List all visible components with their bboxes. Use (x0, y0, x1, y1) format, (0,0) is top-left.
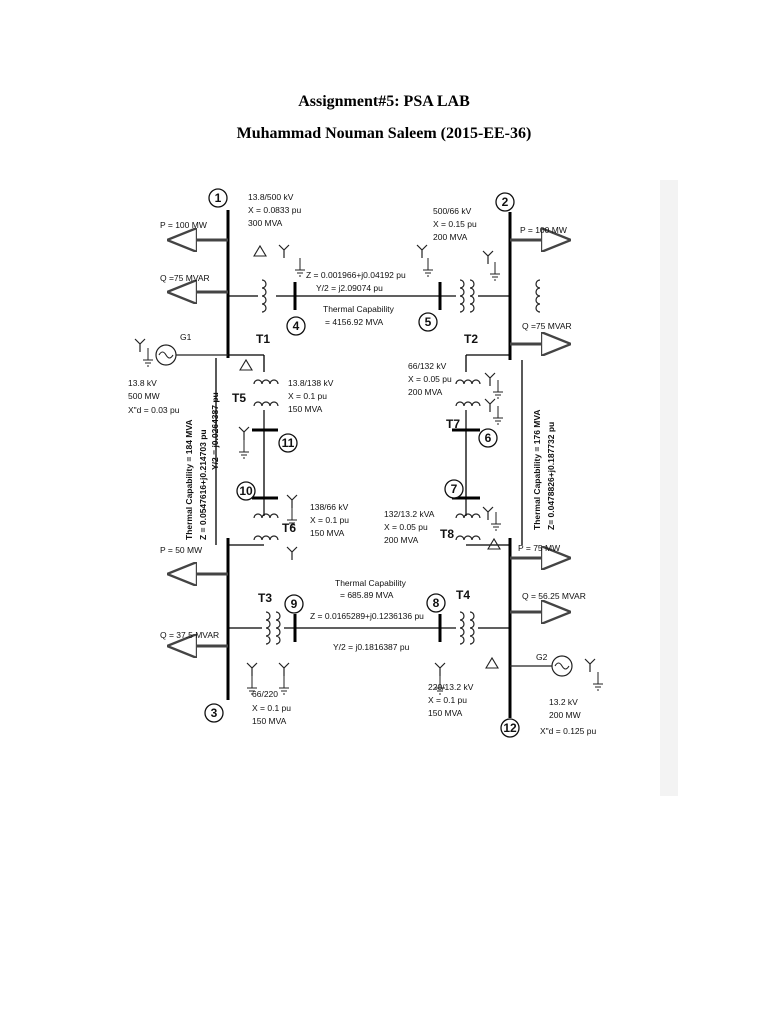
label-g2: G2 (536, 652, 548, 662)
line89-thermal-title: Thermal Capability (335, 578, 407, 588)
left-line-impedance: Z = 0.0547616+j0.214703 pu (198, 429, 208, 540)
bus-label-9: 9 (291, 597, 298, 611)
transformer-t1 (228, 244, 541, 313)
left-line-thermal: Thermal Capability = 184 MVA (184, 419, 194, 540)
bus-label-2: 2 (502, 195, 509, 209)
page-edge-band (660, 180, 678, 796)
load3-q: Q = 37.5 MVAR (160, 630, 219, 640)
t1-rating: 300 MVA (248, 218, 283, 228)
g1-voltage: 13.8 kV (128, 378, 157, 388)
label-t4: T4 (456, 588, 470, 602)
bus-label-12: 12 (503, 721, 517, 735)
g1-power: 500 MW (128, 391, 160, 401)
t7-rating: 200 MVA (408, 387, 443, 397)
t3-voltage: 66/220 (252, 689, 278, 699)
device-names: T1 T2 T3 T4 T5 T6 T7 T8 G1 G2 (180, 332, 548, 662)
bus-label-3: 3 (211, 706, 218, 720)
generator-g1 (134, 338, 228, 367)
load1-q: Q =75 MVAR (160, 273, 210, 283)
generator-g2 (510, 655, 604, 691)
load12-q: Q = 56.25 MVAR (522, 591, 586, 601)
label-t8: T8 (440, 527, 454, 541)
bus-label-6: 6 (485, 431, 492, 445)
load1-p: P = 100 MW (160, 220, 207, 230)
delta-symbols (239, 244, 501, 669)
label-t6: T6 (282, 521, 296, 535)
line45-thermal-title: Thermal Capability (323, 304, 395, 314)
bus-label-4: 4 (293, 319, 300, 333)
line45-thermal-value: = 4156.92 MVA (325, 317, 384, 327)
t2-voltage: 500/66 kV (433, 206, 472, 216)
line45-impedance: Z = 0.001966+j0.04192 pu (306, 270, 406, 280)
transformer-t2 (416, 244, 510, 313)
line45-admittance: Y/2 = j2.09074 pu (316, 283, 383, 293)
label-t3: T3 (258, 591, 272, 605)
load2-p: P = 100 MW (520, 225, 567, 235)
t1-reactance: X = 0.0833 pu (248, 205, 301, 215)
load-arrows (170, 240, 568, 646)
t4-voltage: 220/13.2 kV (428, 682, 474, 692)
t8-reactance: X = 0.05 pu (384, 522, 428, 532)
label-g1: G1 (180, 332, 192, 342)
line89-impedance: Z = 0.0165289+j0.1236136 pu (310, 611, 424, 621)
bus-label-1: 1 (215, 191, 222, 205)
transformer-t8 (455, 498, 502, 541)
t4-rating: 150 MVA (428, 708, 463, 718)
g2-power: 200 MW (549, 710, 581, 720)
transformer-t4 (434, 611, 510, 695)
t5-voltage: 13.8/138 kV (288, 378, 334, 388)
bus-label-5: 5 (425, 315, 432, 329)
assignment-title: Assignment#5: PSA LAB (298, 93, 470, 110)
g1-reactance: X"d = 0.03 pu (128, 405, 180, 415)
t6-rating: 150 MVA (310, 528, 345, 538)
label-t1: T1 (256, 332, 270, 346)
bus-label-11: 11 (282, 436, 295, 450)
t4-reactance: X = 0.1 pu (428, 695, 467, 705)
t3-rating: 150 MVA (252, 716, 287, 726)
t8-voltage: 132/13.2 kVA (384, 509, 435, 519)
label-t7: T7 (446, 417, 460, 431)
load12-p: P = 75 MW (518, 543, 560, 553)
t8-rating: 200 MVA (384, 535, 419, 545)
t1-voltage: 13.8/500 kV (248, 192, 294, 202)
right-line-thermal: Thermal Capability = 176 MVA (532, 409, 542, 530)
t5-reactance: X = 0.1 pu (288, 391, 327, 401)
bus-label-10: 10 (239, 484, 253, 498)
line89-thermal-value: = 685.89 MVA (340, 590, 394, 600)
t2-rating: 200 MVA (433, 232, 468, 242)
g2-reactance: X"d = 0.125 pu (540, 726, 596, 736)
load3-p: P = 50 MW (160, 545, 202, 555)
transformer-t6 (253, 494, 298, 561)
bus-label-8: 8 (433, 596, 440, 610)
t5-rating: 150 MVA (288, 404, 323, 414)
bus-markers (204, 188, 520, 738)
g2-voltage: 13.2 kV (549, 697, 578, 707)
t3-reactance: X = 0.1 pu (252, 703, 291, 713)
t6-voltage: 138/66 kV (310, 502, 349, 512)
transformer-t3 (228, 611, 295, 695)
label-t2: T2 (464, 332, 478, 346)
load2-q: Q =75 MVAR (522, 321, 572, 331)
bus-label-7: 7 (451, 482, 458, 496)
t7-voltage: 66/132 kV (408, 361, 447, 371)
line89-admittance: Y/2 = j0.1816387 pu (333, 642, 410, 652)
transformer-t5 (238, 379, 279, 459)
label-t5: T5 (232, 391, 246, 405)
left-line-admittance: Y/2 = j0.0264387 pu (210, 392, 220, 470)
right-line-impedance: Z= 0.0478826+j0.187732 pu (546, 422, 556, 530)
bus-numbers: 1 2 3 4 5 6 7 8 9 10 11 12 (211, 191, 517, 735)
t7-reactance: X = 0.05 pu (408, 374, 452, 384)
t6-reactance: X = 0.1 pu (310, 515, 349, 525)
t2-reactance: X = 0.15 pu (433, 219, 477, 229)
annotations: 13.8/500 kV X = 0.0833 pu 300 MVA 500/66… (128, 192, 596, 736)
transformer-t7 (455, 372, 504, 430)
author-line: Muhammad Nouman Saleem (2015-EE-36) (236, 125, 532, 142)
